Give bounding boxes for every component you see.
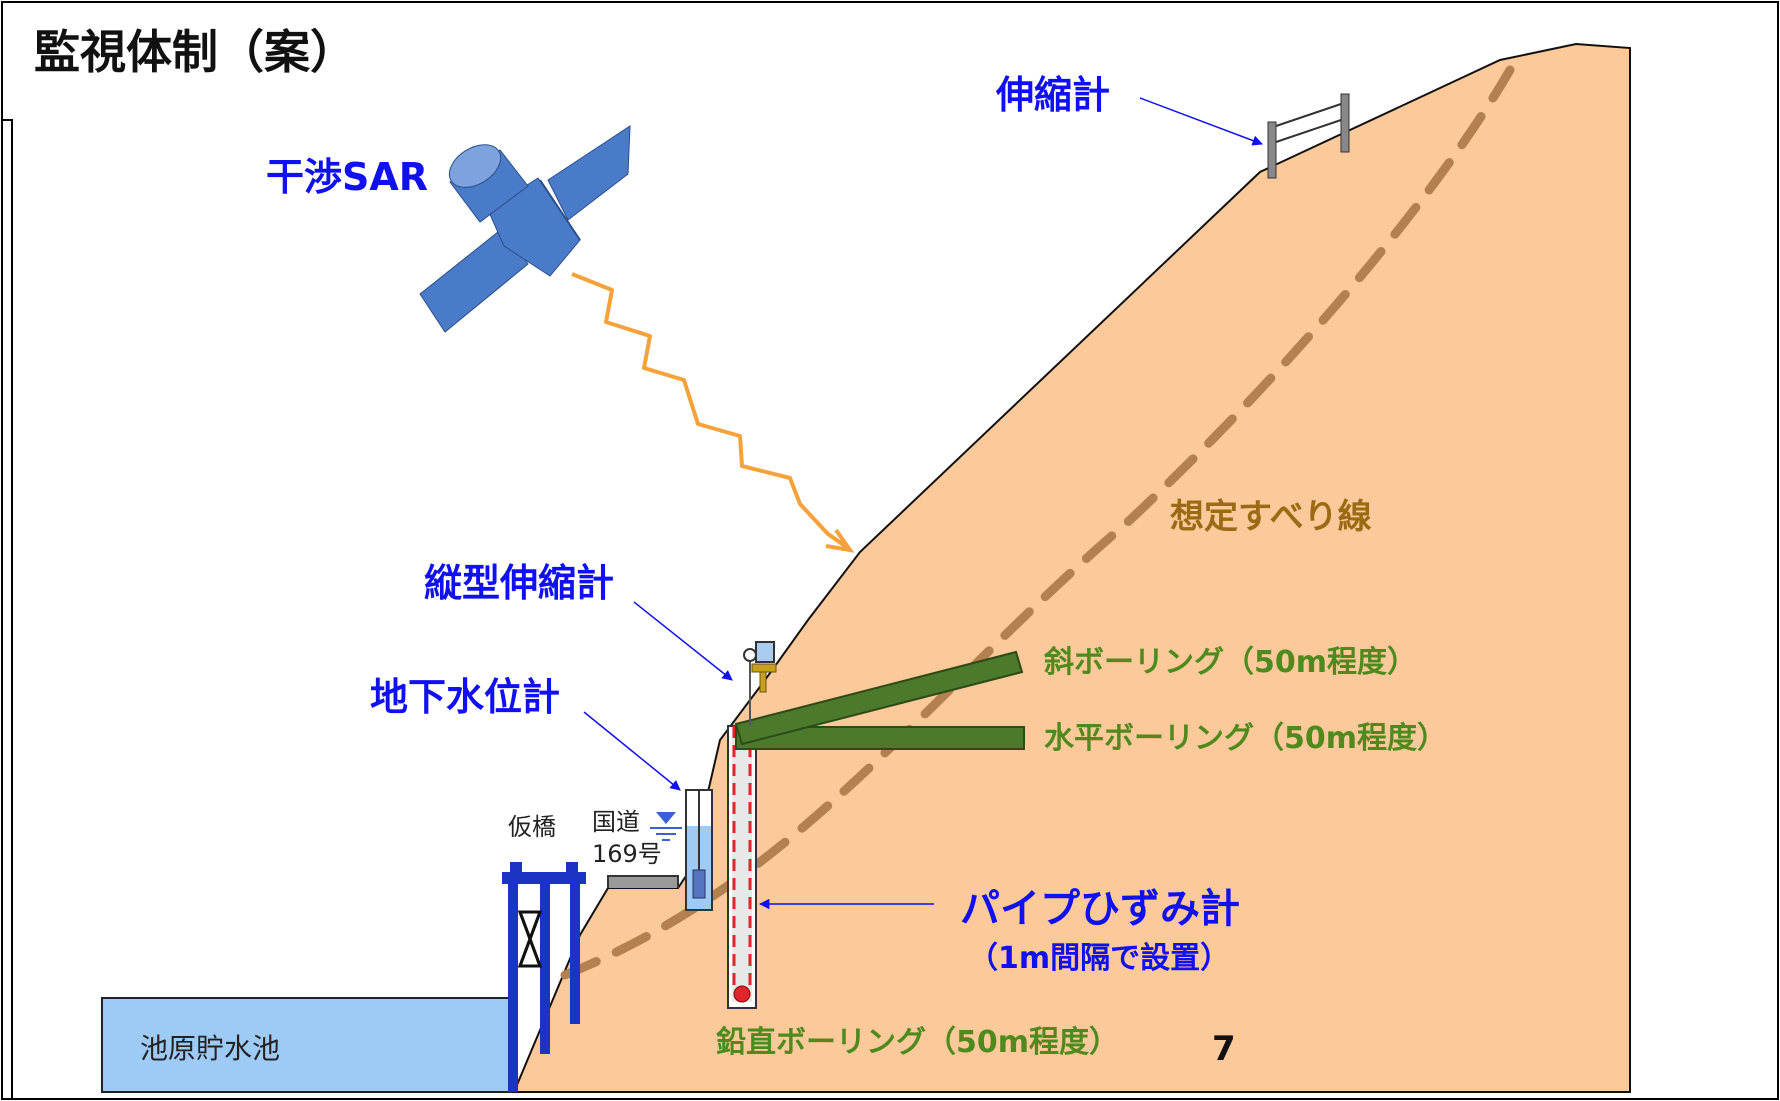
pipe-strain-label: パイプひずみ計: [960, 886, 1240, 932]
inclined-boring: [734, 650, 1024, 746]
groundwater-meter-label: 地下水位計: [370, 675, 560, 719]
satellite-icon: [419, 125, 631, 333]
extensometer-label: 伸縮計: [995, 73, 1110, 117]
leader-vertical-extensometer: [633, 601, 733, 681]
title-box: [1, 2, 13, 1099]
road-169: [607, 875, 679, 888]
temporary-bridge-label: 仮橋: [508, 813, 556, 841]
groundwater-level-meter: [685, 789, 713, 911]
road-label-line1: 国道: [592, 808, 640, 836]
vertical-extensometer-label: 縦型伸縮計: [424, 561, 614, 605]
extensometer: [1267, 93, 1350, 179]
page-number: 7: [1212, 1029, 1236, 1069]
water-level-icon: [650, 812, 682, 841]
slip-line-label: 想定すべり線: [1170, 497, 1372, 537]
inclined-boring-label: 斜ボーリング（50m程度）: [1044, 645, 1417, 680]
vertical-boring-label: 鉛直ボーリング（50m程度）: [716, 1025, 1119, 1060]
sar-signal: [571, 272, 850, 550]
leader-groundwater: [583, 711, 681, 791]
sar-arrow-tip: [825, 528, 855, 553]
road-label-line2: 169号: [592, 840, 662, 868]
horizontal-boring: [735, 726, 1025, 750]
leader-extensometer: [1139, 97, 1263, 146]
reservoir-label: 池原貯水池: [140, 1032, 280, 1065]
temporary-bridge: [502, 862, 586, 1092]
horizontal-boring-label: 水平ボーリング（50m程度）: [1044, 721, 1447, 756]
vertical-extensometer: [743, 641, 777, 726]
reservoir: [101, 997, 515, 1093]
page-title: 監視体制（案）: [34, 25, 356, 79]
slip-line: [560, 65, 1515, 980]
vertical-boring: [727, 725, 757, 1009]
sar-label: 干渉SAR: [266, 155, 428, 199]
pipe-strain-note: （1m間隔で設置）: [968, 941, 1230, 976]
